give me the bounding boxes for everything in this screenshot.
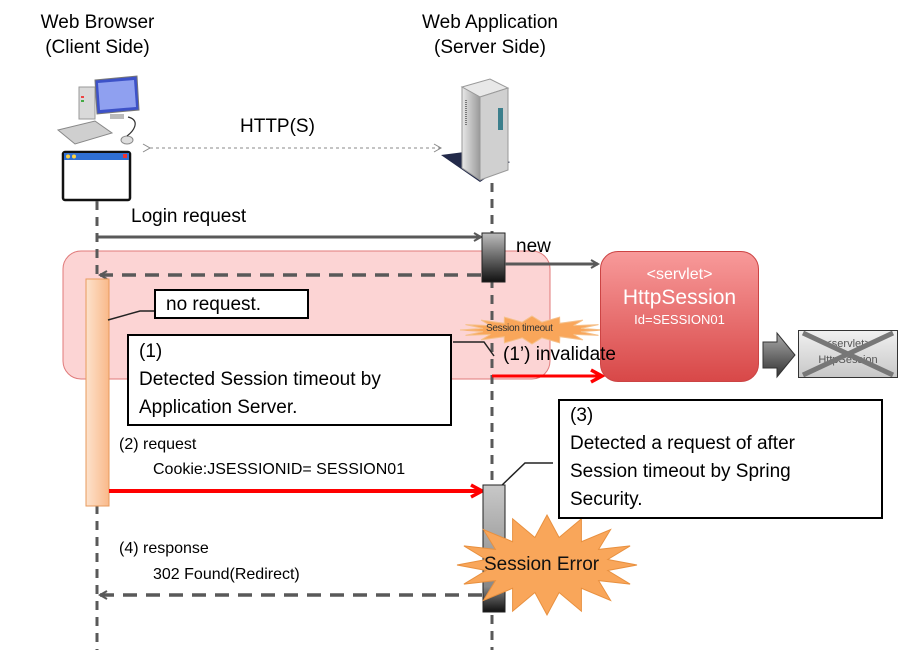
http-session-object: <servlet> HttpSession Id=SESSION01 <box>600 251 759 382</box>
server-title-line2: (Server Side) <box>434 37 546 58</box>
invalidate-label: (1’) invalidate <box>503 344 616 365</box>
response-4-label: (4) response <box>119 540 209 557</box>
client-activation <box>85 278 110 507</box>
session-name: HttpSession <box>622 286 737 309</box>
client-actor-title: Web Browser (Client Side) <box>10 10 185 60</box>
session-stereotype: <servlet> <box>646 266 713 283</box>
session-id: Id=SESSION01 <box>634 312 725 327</box>
no-request-text: no request. <box>166 294 262 315</box>
note-3-line1: (3) <box>570 405 594 426</box>
client-title-line2: (Client Side) <box>45 37 150 58</box>
destroy-arrow-icon <box>762 331 796 379</box>
server-tower-icon <box>441 78 510 182</box>
server-actor-title: Web Application (Server Side) <box>400 10 580 60</box>
note-1-callout: (1) Detected Session timeout by Applicat… <box>127 334 452 426</box>
note-1-line3: Application Server. <box>139 397 298 418</box>
note-3-callout: (3) Detected a request of after Session … <box>558 399 883 519</box>
session-timeout-burst <box>459 315 605 345</box>
cross-out-icon <box>801 331 895 377</box>
login-request-label: Login request <box>131 206 247 227</box>
session-error-burst <box>456 513 638 617</box>
server-activation-1 <box>481 232 506 283</box>
response-4-status: 302 Found(Redirect) <box>153 566 300 583</box>
note-1-line1: (1) <box>139 341 163 362</box>
destroyed-session-object: <servlet> HttpSession <box>798 330 898 378</box>
no-request-connector <box>107 310 155 321</box>
desktop-computer-icon <box>56 75 140 145</box>
note-3-line3: Session timeout by Spring <box>570 461 791 482</box>
protocol-label: HTTP(S) <box>240 116 315 137</box>
note-3-line4: Security. <box>570 489 643 510</box>
client-title-line1: Web Browser <box>40 12 155 33</box>
note-3-connector <box>498 462 553 489</box>
no-request-callout: no request. <box>154 289 309 319</box>
request-2-label: (2) request <box>119 436 197 453</box>
server-title-line1: Web Application <box>422 12 558 33</box>
note-1-connector <box>453 341 495 357</box>
new-label: new <box>516 236 551 257</box>
session-error-label: Session Error <box>484 554 600 575</box>
note-3-line2: Detected a request of after <box>570 433 795 454</box>
session-timeout-label: Session timeout <box>486 323 553 334</box>
note-1-line2: Detected Session timeout by <box>139 369 381 390</box>
request-2-cookie: Cookie:JSESSIONID= SESSION01 <box>153 461 406 478</box>
browser-window-icon <box>61 150 132 202</box>
